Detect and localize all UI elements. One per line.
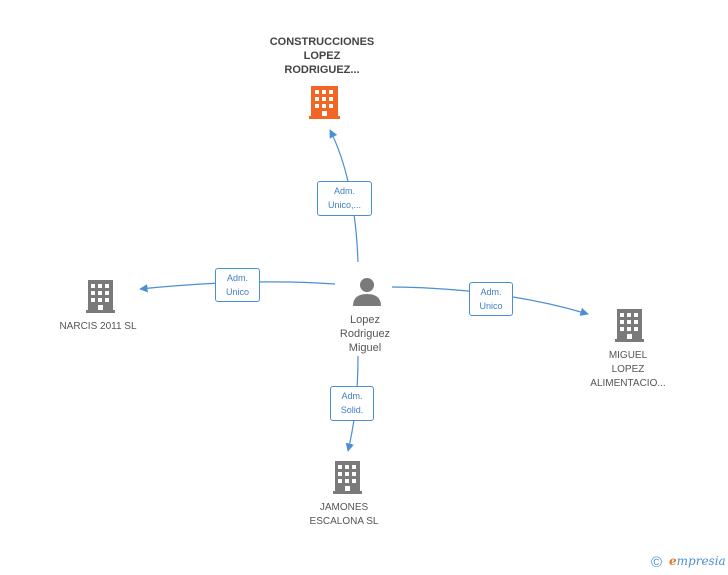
- narcis-company-name[interactable]: NARCIS 2011 SL: [59, 321, 137, 332]
- jamones-company-name[interactable]: JAMONES ESCALONA SL: [309, 502, 379, 527]
- relation-tag-jamones[interactable]: Adm. Solid.: [330, 386, 374, 421]
- building-icon[interactable]: [309, 86, 340, 119]
- building-icon[interactable]: [615, 309, 644, 342]
- building-icon[interactable]: [333, 461, 362, 494]
- person-name[interactable]: Lopez Rodriguez Miguel: [339, 314, 391, 354]
- relation-tag-miguel[interactable]: Adm. Unico: [469, 282, 513, 316]
- relation-tag-main[interactable]: Adm. Unico,...: [317, 181, 372, 216]
- main-company-name[interactable]: CONSTRUCCIONES LOPEZ RODRIGUEZ...: [269, 36, 375, 76]
- copyright-icon: ©: [651, 554, 663, 571]
- person-icon[interactable]: [353, 278, 381, 306]
- building-icon[interactable]: [86, 280, 115, 313]
- brand-initial: e: [669, 554, 677, 568]
- relation-tag-narcis[interactable]: Adm. Unico: [215, 268, 260, 302]
- brand-logo[interactable]: empresia: [669, 554, 726, 568]
- brand-rest: mpresia: [676, 554, 726, 568]
- miguel-company-name[interactable]: MIGUEL LOPEZ ALIMENTACIO...: [590, 350, 666, 389]
